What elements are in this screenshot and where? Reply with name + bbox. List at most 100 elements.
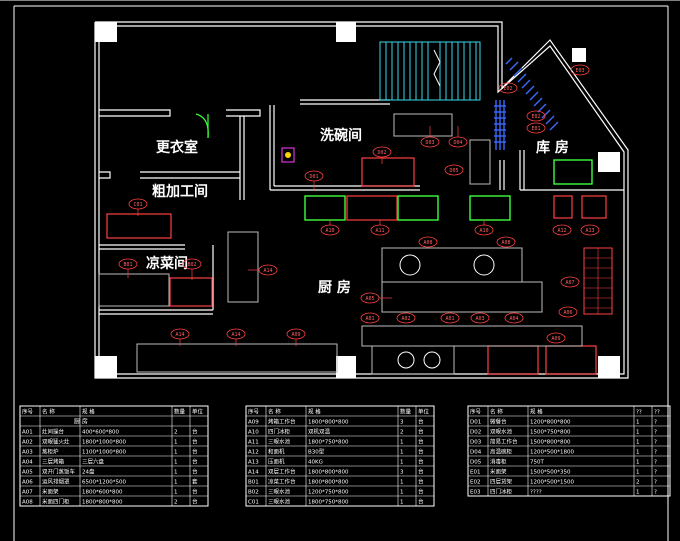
table-header-cell: ?? xyxy=(654,410,660,416)
table-cell: 台 xyxy=(192,468,198,476)
label-b02: B02 xyxy=(187,262,196,268)
table-cell: 1 xyxy=(400,500,404,506)
door-swing xyxy=(195,113,209,139)
table-header-cell: 名 称 xyxy=(490,408,503,416)
table-cell: 凉菜工作台 xyxy=(268,478,296,486)
table-cell: 40KG xyxy=(308,460,323,466)
label-a04: A04 xyxy=(509,316,518,322)
room-prep: 粗加工间 xyxy=(152,183,208,200)
table-cell: 3 xyxy=(400,470,404,476)
table-cell: 台 xyxy=(192,498,198,506)
label-d04: D04 xyxy=(453,140,462,146)
table-cell: A13 xyxy=(248,460,259,466)
label-a02: A02 xyxy=(401,316,410,322)
table-cell: A03 xyxy=(22,450,33,456)
label-a09-b: A09 xyxy=(291,332,300,338)
table-cell: 1800*750*800 xyxy=(308,440,349,446)
table-cell: 台 xyxy=(192,488,198,496)
table-header-cell: ?? xyxy=(636,410,642,416)
table-cell: A11 xyxy=(248,440,259,446)
table-cell: 三眼水池 xyxy=(268,488,291,496)
table-cell: ???? xyxy=(530,490,542,496)
table-cell: 台 xyxy=(418,498,424,506)
callouts: D01 D02 D03 D04 D05 E02 E02 E01 E03 C01 … xyxy=(118,64,600,344)
label-a06: A06 xyxy=(563,310,572,316)
table-cell: 1200*500*1800 xyxy=(530,450,574,456)
table-cell: 台 xyxy=(192,448,198,456)
table-cell: 简易工作台 xyxy=(490,438,518,446)
table-cell: D02 xyxy=(470,430,481,436)
table-cell: 1 xyxy=(636,440,640,446)
table-cell: 四层货架 xyxy=(490,478,513,486)
shelf-hatch xyxy=(494,100,506,150)
columns xyxy=(95,22,620,378)
table-cell: 压面机 xyxy=(268,458,285,466)
table-header-cell: 单位 xyxy=(192,408,204,416)
table-cell: 四门冰柜 xyxy=(490,488,513,496)
label-a01-b: A01 xyxy=(445,316,454,322)
table-cell: 1 xyxy=(636,430,640,436)
table-header-cell: 数量 xyxy=(174,408,186,416)
label-a01: A01 xyxy=(365,316,374,322)
table-cell: ? xyxy=(654,480,657,486)
label-a09: A09 xyxy=(551,336,560,342)
table-cell: E02 xyxy=(470,480,480,486)
table-cell: A10 xyxy=(248,430,259,436)
label-a14-b: A14 xyxy=(175,332,184,338)
room-cold: 凉菜间 xyxy=(146,255,188,272)
table-cell: A01 xyxy=(22,430,33,436)
table-header-cell: 名 称 xyxy=(42,408,55,416)
floor-drain xyxy=(281,147,295,163)
table-cell: ? xyxy=(654,450,657,456)
table-cell: 三眼水池 xyxy=(268,438,291,446)
table-cell: 2 xyxy=(636,480,640,486)
table-cell: 24盘 xyxy=(82,468,95,476)
table-header-cell: 规 格 xyxy=(530,408,543,416)
table-cell: B01 xyxy=(248,480,259,486)
table-cell: 米面四门柜 xyxy=(42,498,70,506)
table-cell: 台 xyxy=(418,418,424,426)
table-cell: B02 xyxy=(248,490,259,496)
table-cell: 台 xyxy=(418,468,424,476)
table-cell: 台 xyxy=(418,428,424,436)
table-cell: 1800*1000*800 xyxy=(82,440,126,446)
table-cell: 运风排烟罩 xyxy=(42,478,70,486)
label-e01: E01 xyxy=(531,126,540,132)
stove-burners xyxy=(397,254,495,369)
table-cell: D01 xyxy=(470,420,481,426)
table-cell: 三层六盘 xyxy=(82,458,105,466)
label-b01: B01 xyxy=(123,262,132,268)
label-a12: A12 xyxy=(557,228,566,234)
leader-lines xyxy=(127,126,485,346)
table-cell: 1 xyxy=(636,450,640,456)
table-group-title: 厨 房 xyxy=(74,418,88,426)
table-cell: ? xyxy=(654,430,657,436)
table-cell: 双层工作台 xyxy=(268,468,296,476)
label-e02: E02 xyxy=(531,114,540,120)
table-cell: 台 xyxy=(192,428,198,436)
table-cell: 1800*800*800 xyxy=(308,420,349,426)
label-d03: D03 xyxy=(425,140,434,146)
table-cell: 1 xyxy=(400,460,404,466)
table-cell: B30型 xyxy=(308,448,325,456)
table-cell: 1 xyxy=(174,440,178,446)
room-kitchen: 厨 房 xyxy=(318,279,351,296)
table-cell: 1200*800*800 xyxy=(530,420,571,426)
table-cell: 1 xyxy=(174,450,178,456)
table-cell: 台 xyxy=(418,458,424,466)
table-cell: 1800*800*800 xyxy=(308,480,349,486)
table-cell: 1 xyxy=(174,490,178,496)
table-cell: 750T xyxy=(530,460,544,466)
table-cell: 台 xyxy=(418,478,424,486)
table-cell: 1 xyxy=(636,420,640,426)
table-cell: 台 xyxy=(418,488,424,496)
label-a08-right: A08 xyxy=(501,240,510,246)
label-a13: A13 xyxy=(585,228,594,234)
table-cell: 微餐台 xyxy=(490,418,507,426)
table-cell: 套 xyxy=(192,478,198,486)
table-cell: A05 xyxy=(22,470,33,476)
table-cell: D04 xyxy=(470,450,482,456)
table-cell: 1200*750*800 xyxy=(308,490,349,496)
table-cell: ? xyxy=(654,440,657,446)
